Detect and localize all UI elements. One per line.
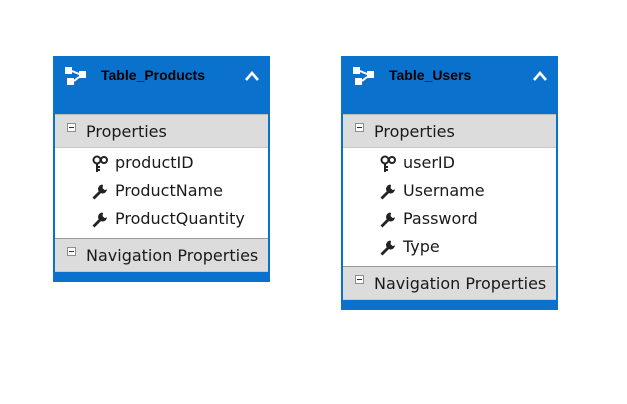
property-row[interactable]: Username <box>343 177 556 205</box>
section-properties[interactable]: Properties <box>55 114 268 148</box>
section-navigation-properties[interactable]: Navigation Properties <box>343 266 556 300</box>
section-properties[interactable]: Properties <box>343 114 556 148</box>
entity-title: Table_Users <box>389 67 472 83</box>
property-name: ProductName <box>115 181 223 200</box>
property-row[interactable]: productID <box>55 149 268 177</box>
collapse-toggle-icon[interactable] <box>67 247 76 256</box>
section-label: Navigation Properties <box>374 274 547 293</box>
entity-header[interactable]: Table_Products <box>55 56 268 114</box>
property-name: Username <box>403 181 485 200</box>
collapse-toggle-icon[interactable] <box>355 275 364 284</box>
property-name: Type <box>403 237 440 256</box>
entity-header[interactable]: Table_Users <box>343 56 556 114</box>
wrench-icon <box>92 184 107 200</box>
property-row[interactable]: userID <box>343 149 556 177</box>
property-name: userID <box>403 153 455 172</box>
section-label: Properties <box>86 122 167 141</box>
entity-title: Table_Products <box>101 67 205 83</box>
key-icon <box>92 155 108 172</box>
collapse-toggle-icon[interactable] <box>355 123 364 132</box>
collapse-toggle-icon[interactable] <box>67 123 76 132</box>
property-name: productID <box>115 153 194 172</box>
property-row[interactable]: Password <box>343 205 556 233</box>
property-list: userID Username Password Type <box>343 148 556 266</box>
section-label: Properties <box>374 122 455 141</box>
property-name: Password <box>403 209 478 228</box>
section-navigation-properties[interactable]: Navigation Properties <box>55 238 268 272</box>
wrench-icon <box>380 184 395 200</box>
property-name: ProductQuantity <box>115 209 245 228</box>
wrench-icon <box>380 212 395 228</box>
entity-type-icon <box>65 67 86 85</box>
property-row[interactable]: Type <box>343 233 556 261</box>
entity-table-users[interactable]: Table_Users Properties userID Username <box>341 56 558 310</box>
wrench-icon <box>380 240 395 256</box>
property-row[interactable]: ProductName <box>55 177 268 205</box>
entity-type-icon <box>353 67 374 85</box>
wrench-icon <box>92 212 107 228</box>
chevron-up-icon[interactable] <box>244 69 260 83</box>
entity-table-products[interactable]: Table_Products Properties productID Prod… <box>53 56 270 282</box>
property-row[interactable]: ProductQuantity <box>55 205 268 233</box>
key-icon <box>380 155 396 172</box>
property-list: productID ProductName ProductQuantity <box>55 148 268 238</box>
chevron-up-icon[interactable] <box>532 69 548 83</box>
section-label: Navigation Properties <box>86 246 259 265</box>
